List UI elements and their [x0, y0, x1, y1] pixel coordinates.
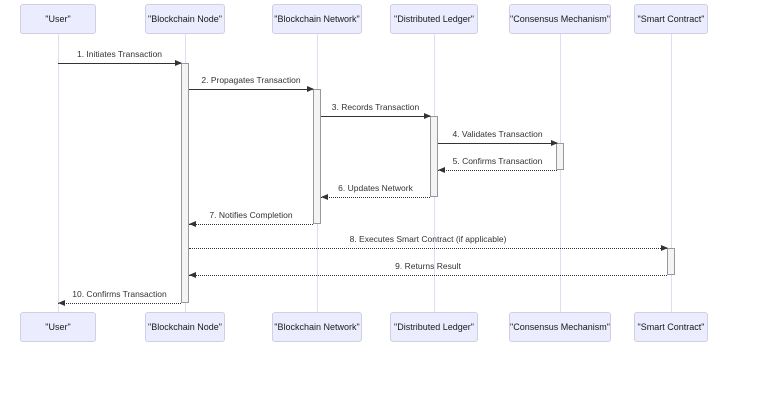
participant-top-box-blockchain-network: "Blockchain Network"	[272, 4, 362, 34]
message-label-1: 1. Initiates Transaction	[76, 49, 163, 59]
message-arrowhead-4	[551, 140, 558, 146]
message-arrowhead-8	[661, 245, 668, 251]
message-label-10: 10. Confirms Transaction	[72, 289, 167, 299]
message-arrowhead-9	[189, 272, 196, 278]
message-label-9: 9. Returns Result	[395, 261, 461, 271]
participant-top-box-smart-contract: "Smart Contract"	[634, 4, 708, 34]
activation-bar-consensus-mechanism	[556, 143, 564, 170]
message-label-8: 8. Executes Smart Contract (if applicabl…	[349, 234, 507, 244]
participant-top-box-user: "User"	[20, 4, 96, 34]
participant-bottom-box-blockchain-node: "Blockchain Node"	[145, 312, 225, 342]
message-line-3	[321, 116, 430, 117]
activation-bar-blockchain-network	[313, 89, 321, 224]
message-line-10	[58, 303, 181, 304]
lifeline-consensus-mechanism	[560, 34, 561, 312]
message-label-6: 6. Updates Network	[338, 183, 413, 193]
message-line-4	[438, 143, 557, 144]
lifeline-user	[58, 34, 59, 312]
activation-bar-distributed-ledger	[430, 116, 438, 197]
message-label-5: 5. Confirms Transaction	[452, 156, 543, 166]
message-arrowhead-5	[438, 167, 445, 173]
activation-bar-blockchain-node	[181, 63, 189, 303]
participant-top-box-blockchain-node: "Blockchain Node"	[145, 4, 225, 34]
participant-bottom-box-blockchain-network: "Blockchain Network"	[272, 312, 362, 342]
message-line-1	[58, 63, 181, 64]
participant-top-box-distributed-ledger: "Distributed Ledger"	[390, 4, 478, 34]
message-line-2	[189, 89, 313, 90]
message-line-7	[189, 224, 313, 225]
participant-bottom-box-consensus-mechanism: "Consensus Mechanism"	[509, 312, 611, 342]
message-arrowhead-7	[189, 221, 196, 227]
message-line-5	[438, 170, 557, 171]
message-label-7: 7. Notifies Completion	[209, 210, 293, 220]
activation-bar-smart-contract	[667, 248, 675, 275]
message-label-3: 3. Records Transaction	[331, 102, 420, 112]
message-arrowhead-1	[175, 60, 182, 66]
participant-bottom-box-user: "User"	[20, 312, 96, 342]
message-arrowhead-10	[58, 300, 65, 306]
lifeline-smart-contract	[671, 34, 672, 312]
message-arrowhead-2	[307, 86, 314, 92]
message-arrowhead-3	[424, 113, 431, 119]
message-label-2: 2. Propagates Transaction	[201, 75, 301, 85]
participant-bottom-box-smart-contract: "Smart Contract"	[634, 312, 708, 342]
message-label-4: 4. Validates Transaction	[452, 129, 543, 139]
message-line-6	[321, 197, 430, 198]
message-arrowhead-6	[321, 194, 328, 200]
participant-bottom-box-distributed-ledger: "Distributed Ledger"	[390, 312, 478, 342]
message-line-8	[189, 248, 667, 249]
message-line-9	[189, 275, 667, 276]
participant-top-box-consensus-mechanism: "Consensus Mechanism"	[509, 4, 611, 34]
